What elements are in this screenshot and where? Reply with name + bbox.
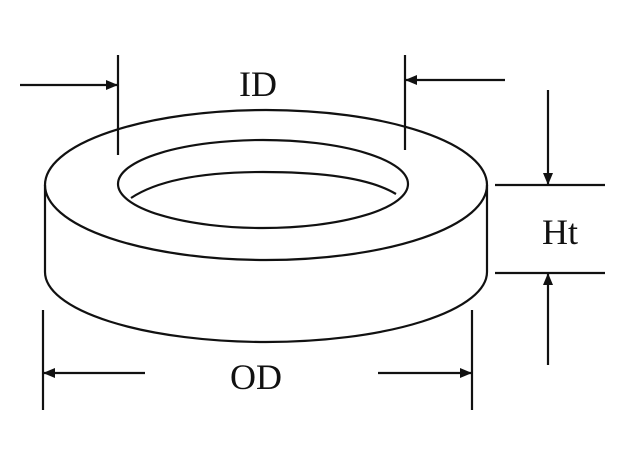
- od-label: OD: [230, 357, 282, 397]
- od-dimension: OD: [41, 310, 474, 410]
- outer-side-wall: [43, 185, 489, 344]
- ht-label: Ht: [542, 212, 578, 252]
- inner-wall-bottom-edge: [130, 170, 397, 199]
- height-dimension: Ht: [495, 90, 605, 365]
- id-label: ID: [239, 64, 277, 104]
- inner-hole-edge: [116, 138, 410, 230]
- id-dimension: ID: [20, 55, 505, 155]
- outer-top-edge: [43, 108, 489, 262]
- toroid-shape: [43, 108, 489, 344]
